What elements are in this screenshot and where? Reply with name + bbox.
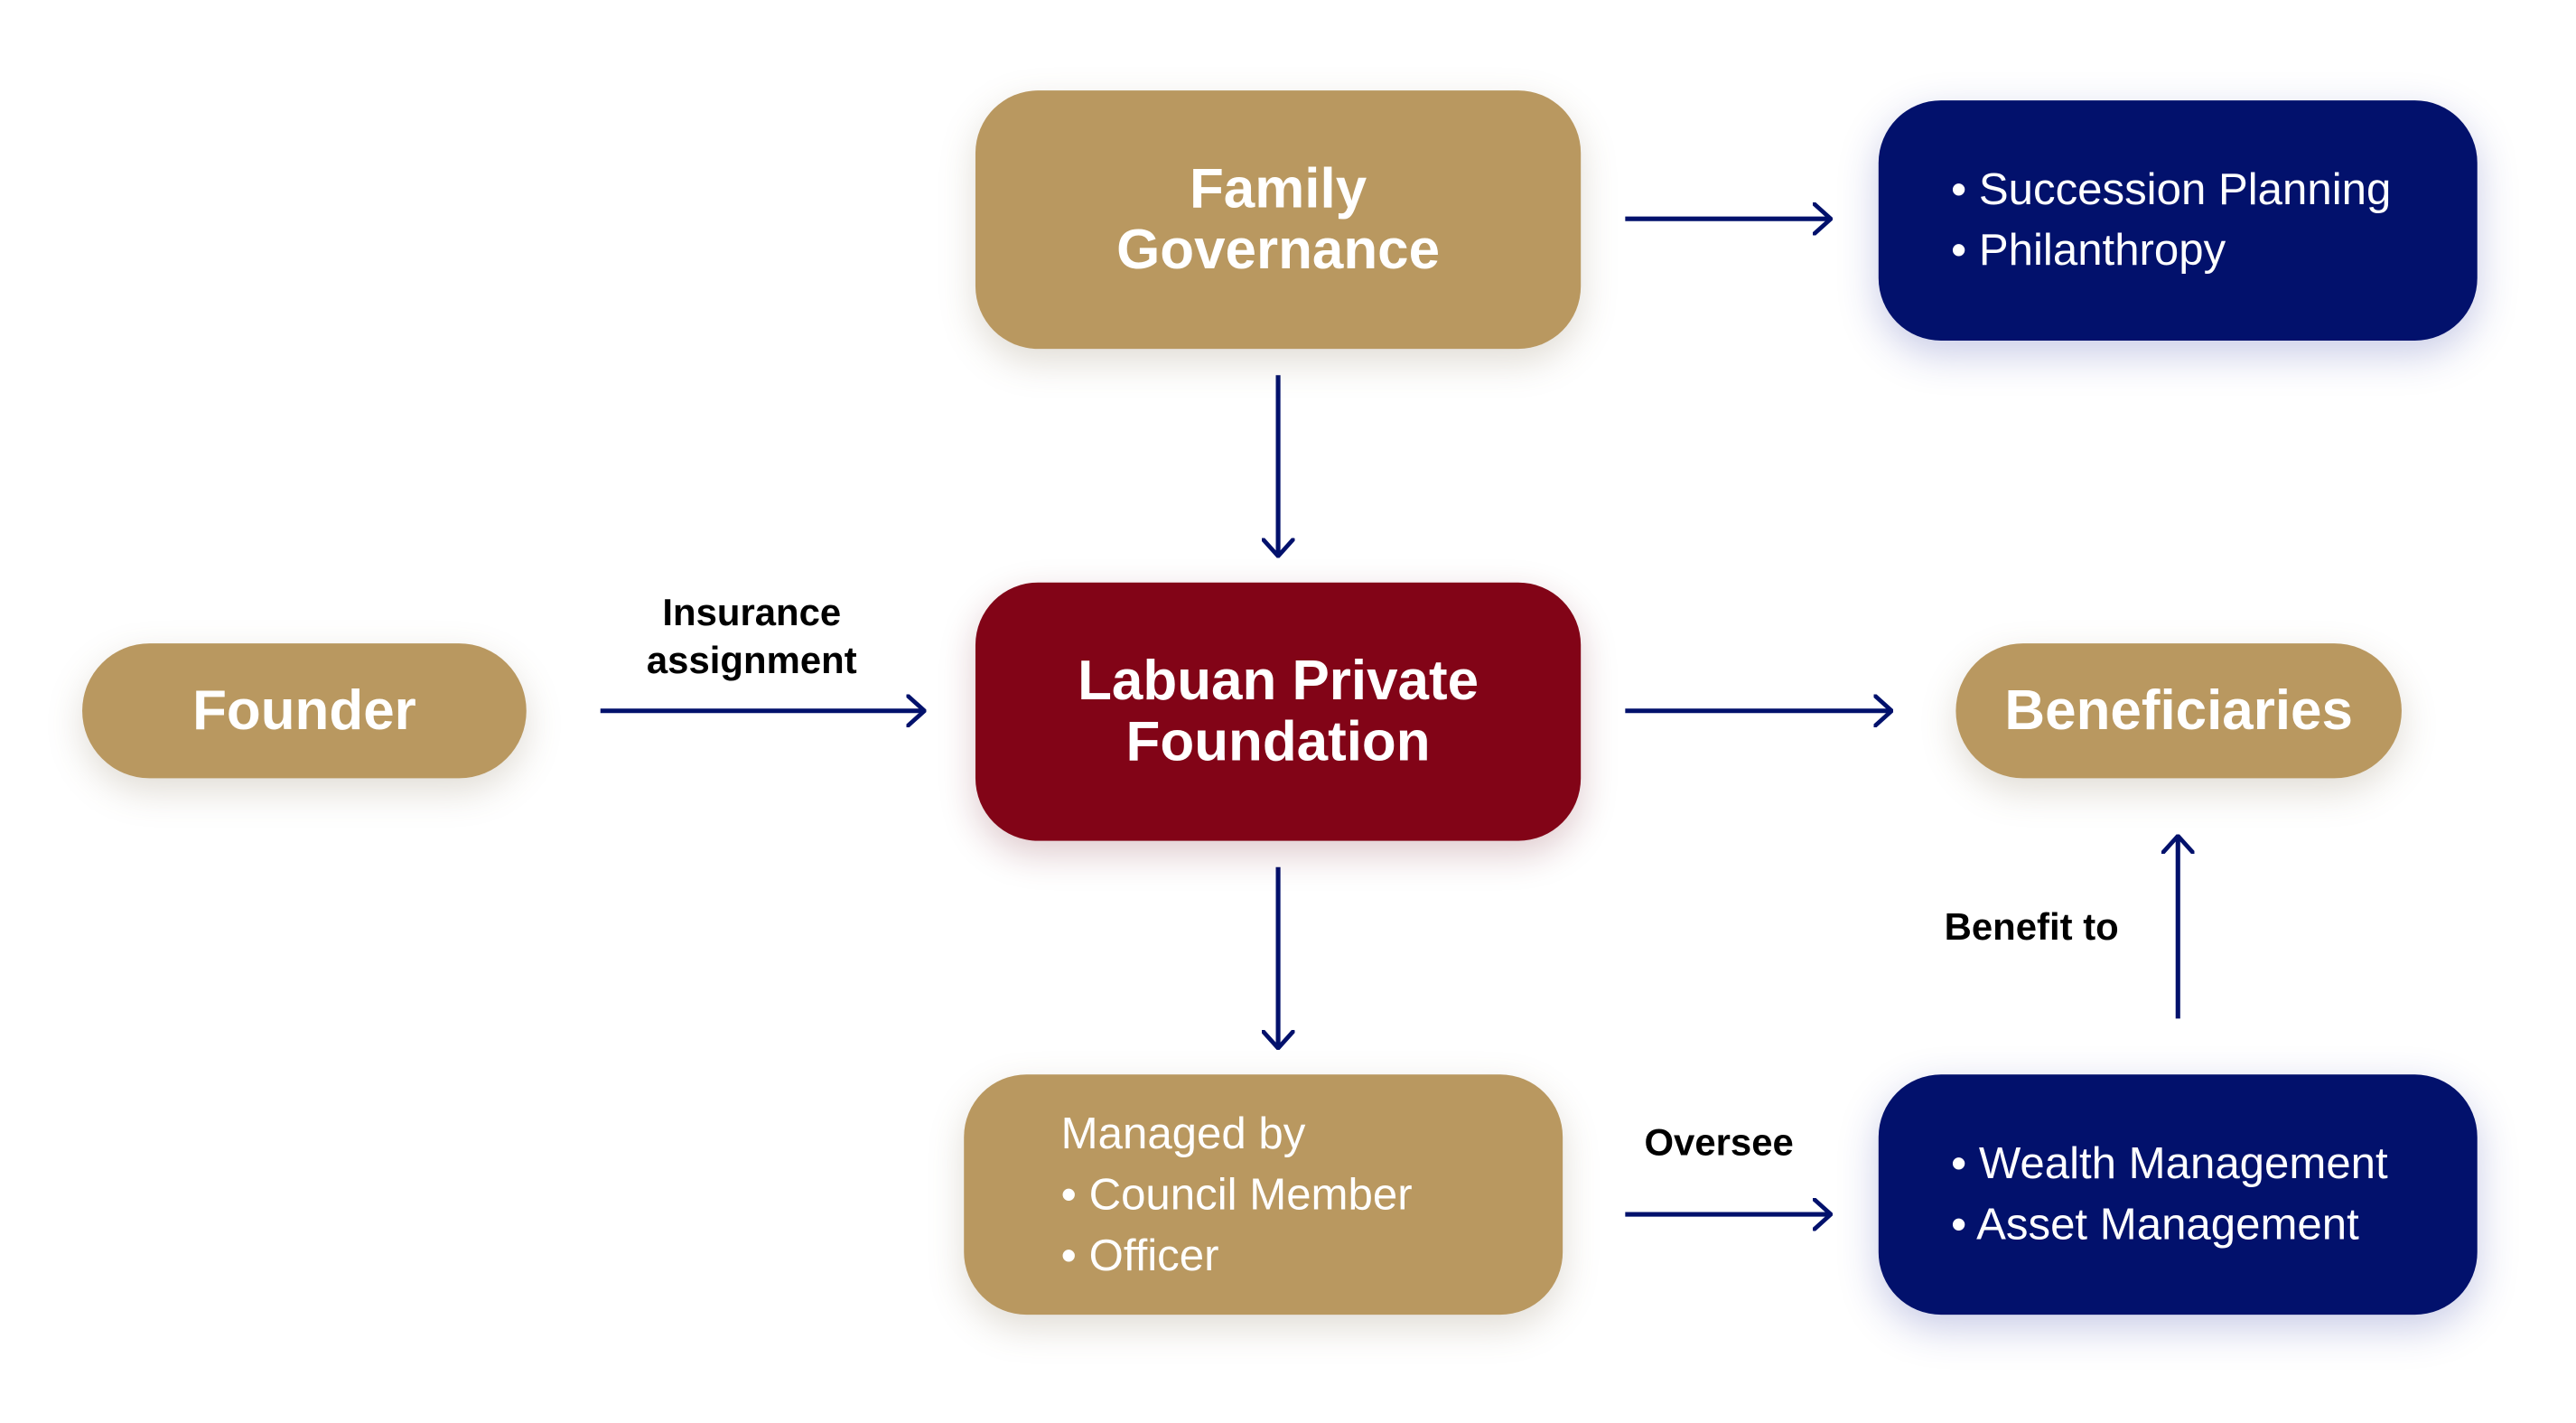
officer-item: Officer — [1061, 1225, 1563, 1286]
benefit-to-label: Benefit to — [1944, 904, 2119, 949]
wealth-management-item: Wealth Management — [1951, 1134, 2478, 1194]
beneficiaries-label: Beneficiaries — [2004, 679, 2353, 742]
insurance-label-line1: Insurance — [662, 590, 842, 634]
succession-philanthropy-node: Succession Planning Philanthropy — [1878, 100, 2478, 341]
family-governance-line2: Governance — [1116, 218, 1441, 281]
foundation-line2: Foundation — [1125, 709, 1431, 773]
beneficiaries-node: Beneficiaries — [1955, 643, 2402, 779]
insurance-label-line2: assignment — [646, 638, 857, 681]
founder-label: Founder — [192, 679, 416, 742]
wealth-asset-management-node: Wealth Management Asset Management — [1878, 1074, 2478, 1315]
insurance-assignment-label: Insurance assignment — [621, 589, 883, 685]
labuan-private-foundation-node: Labuan Private Foundation — [975, 582, 1582, 841]
managed-by-node: Managed by Council Member Officer — [964, 1074, 1563, 1315]
philanthropy-item: Philanthropy — [1951, 220, 2478, 281]
managed-by-heading: Managed by — [1060, 1108, 1306, 1158]
family-governance-line1: Family — [1189, 156, 1367, 220]
council-member-item: Council Member — [1061, 1164, 1563, 1224]
family-governance-node: Family Governance — [975, 90, 1582, 350]
oversee-label: Oversee — [1644, 1120, 1794, 1164]
succession-item: Succession Planning — [1951, 160, 2478, 220]
founder-node: Founder — [82, 643, 527, 779]
asset-management-item: Asset Management — [1951, 1194, 2478, 1255]
foundation-line1: Labuan Private — [1078, 649, 1479, 712]
